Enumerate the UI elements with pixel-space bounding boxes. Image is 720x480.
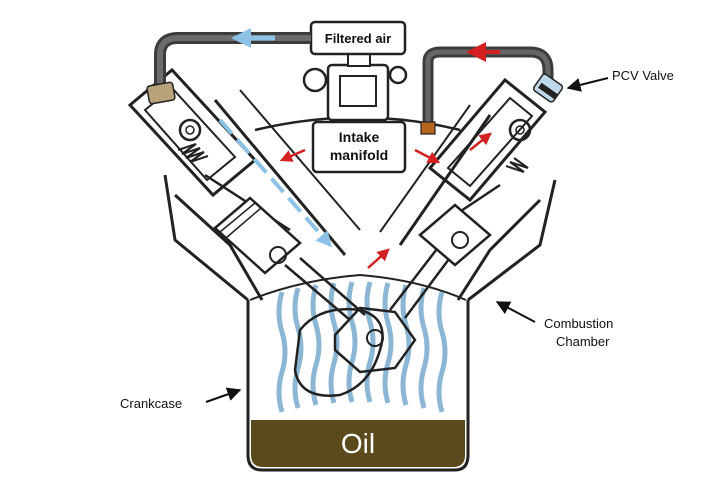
throttle-body: [302, 51, 408, 122]
intake-manifold-label-line1: Intake: [339, 129, 380, 145]
combustion-chamber-callout: Combustion Chamber: [495, 301, 613, 349]
combustion-chamber-label-line2: Chamber: [556, 334, 610, 349]
intake-manifold: Intake manifold: [311, 120, 407, 174]
left-cylinder-bank: [127, 67, 302, 301]
flow-arrows: [279, 132, 492, 269]
crankcase-callout: Crankcase: [120, 387, 242, 411]
intake-manifold-label-line2: manifold: [330, 147, 388, 163]
filtered-air-label: Filtered air: [325, 31, 391, 46]
filtered-air-box: Filtered air: [309, 20, 407, 56]
oil-sump: Oil: [251, 420, 465, 467]
pcv-hose: [420, 42, 554, 135]
pcv-valve: [532, 73, 564, 103]
crankcase-label: Crankcase: [120, 396, 182, 411]
pcv-valve-label: PCV Valve: [612, 68, 674, 83]
breather-hose: [146, 28, 311, 105]
pcv-valve-callout: PCV Valve: [566, 68, 674, 92]
crankshaft: [284, 244, 454, 397]
combustion-chamber-label-line1: Combustion: [544, 316, 613, 331]
oil-label: Oil: [341, 428, 375, 459]
